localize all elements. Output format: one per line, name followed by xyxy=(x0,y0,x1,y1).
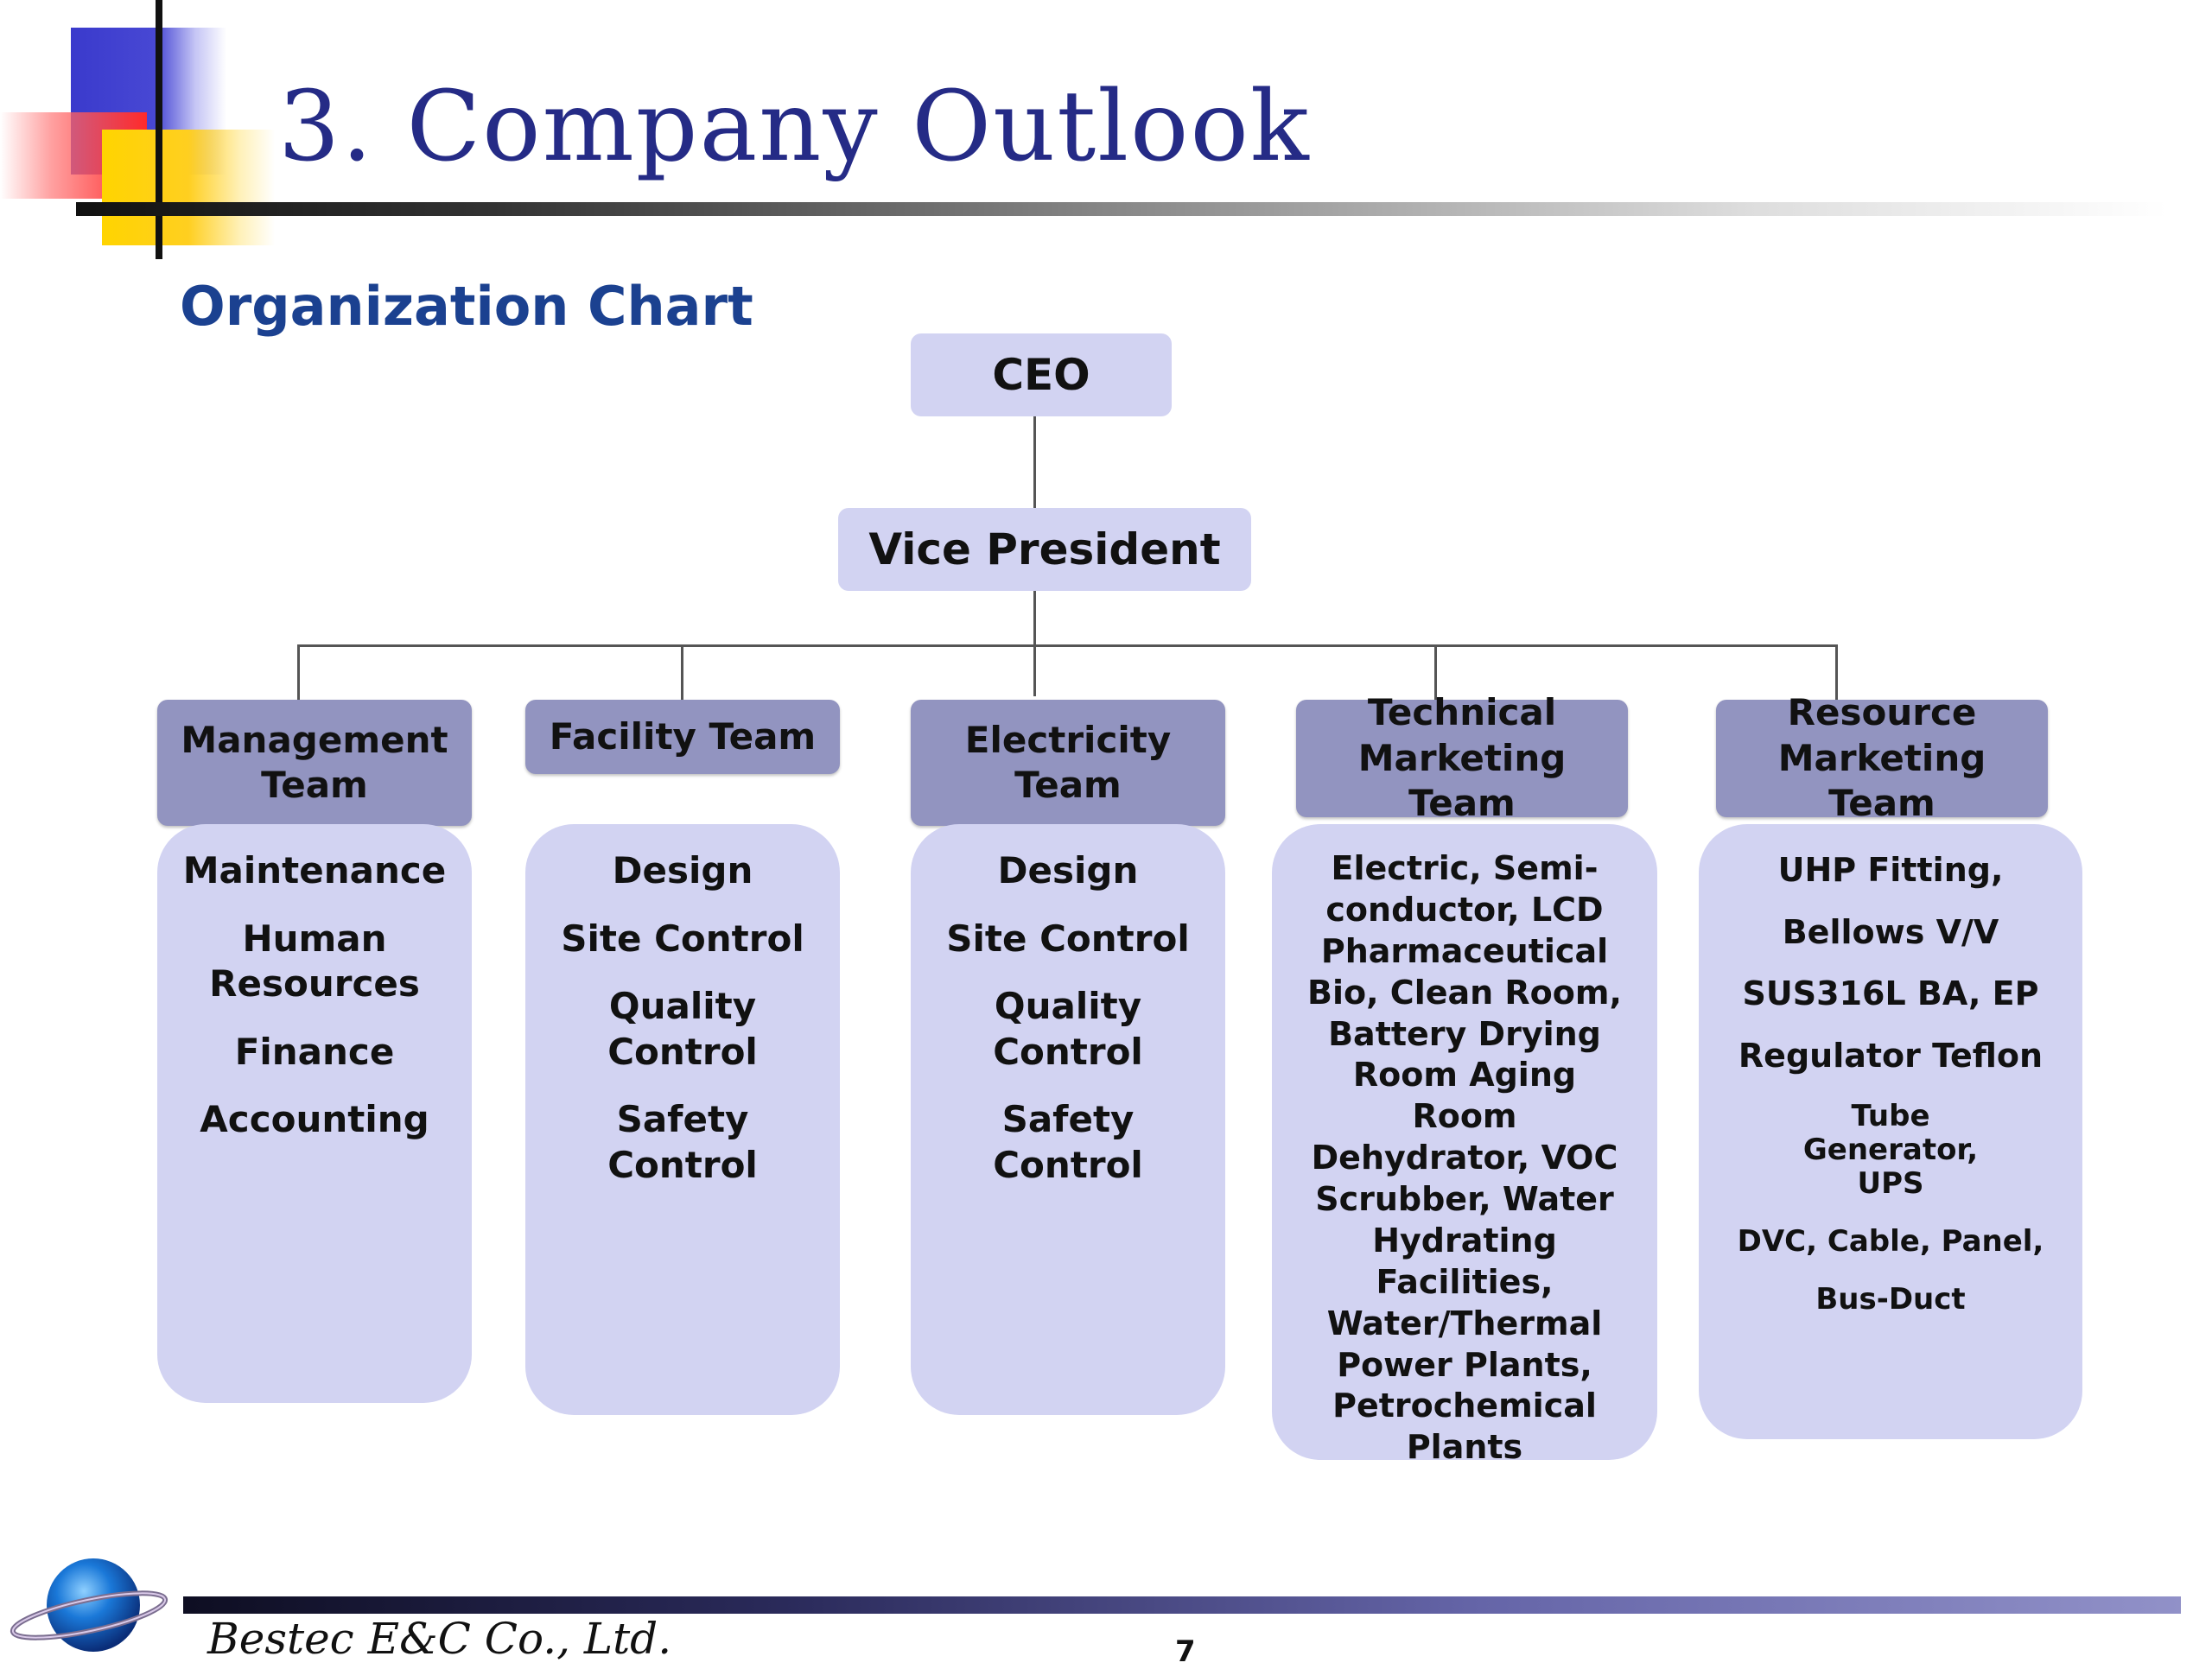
slide-subtitle: Organization Chart xyxy=(180,275,753,338)
ceo-box: CEO xyxy=(911,333,1172,416)
detail-item: Site Control xyxy=(561,917,804,960)
connector-drop-resource xyxy=(1835,644,1838,701)
detail-item: Safety Control xyxy=(607,1098,758,1186)
team-detail-electricity: Design Site Control Quality Control Safe… xyxy=(911,824,1225,1415)
detail-item: Electric, Semi-conductor, LCD Pharmaceut… xyxy=(1307,849,1622,1467)
team-detail-facility: Design Site Control Quality Control Safe… xyxy=(525,824,840,1415)
footer-company-name: Bestec E&C Co., Ltd. xyxy=(207,1614,672,1664)
team-detail-resource: UHP Fitting, Bellows V/V SUS316L BA, EP … xyxy=(1699,824,2082,1439)
detail-item: Finance xyxy=(234,1030,395,1073)
detail-item: Human Resources xyxy=(209,917,420,1006)
detail-item: Bus-Duct xyxy=(1815,1282,1966,1317)
slide-title: 3. Company Outlook xyxy=(278,71,1311,183)
footer-rule xyxy=(183,1596,2181,1614)
team-header-technical: Technical Marketing Team xyxy=(1296,691,1628,824)
detail-item: Quality Control xyxy=(993,985,1143,1073)
header-rule xyxy=(76,202,2167,216)
connector-drop-technical xyxy=(1434,644,1437,701)
detail-item: DVC, Cable, Panel, xyxy=(1737,1224,2044,1260)
connector-drop-management xyxy=(297,644,300,701)
team-header-resource: Resource Marketing Team xyxy=(1716,691,2048,824)
connector-drop-facility xyxy=(681,644,683,701)
detail-item: UHP Fitting, xyxy=(1777,851,2004,889)
detail-item: Tube Generator, UPS xyxy=(1802,1098,1979,1201)
detail-item: SUS316L BA, EP xyxy=(1742,974,2039,1013)
detail-item: Bellows V/V xyxy=(1782,912,1999,951)
detail-item: Safety Control xyxy=(993,1098,1143,1186)
detail-item: Accounting xyxy=(200,1098,429,1140)
globe-logo-icon xyxy=(10,1558,168,1652)
connector-ceo-vp xyxy=(1033,416,1036,508)
detail-item: Site Control xyxy=(946,917,1190,960)
header-yellow-square xyxy=(102,130,275,245)
team-header-electricity: Electricity Team xyxy=(911,700,1225,826)
connector-vp-bus xyxy=(1033,591,1036,696)
connector-bus xyxy=(297,644,1837,647)
detail-item: Quality Control xyxy=(607,985,758,1073)
team-header-management: Management Team xyxy=(157,700,472,826)
team-detail-management: Maintenance Human Resources Finance Acco… xyxy=(157,824,472,1403)
header-vertical-line xyxy=(156,0,162,259)
detail-item: Maintenance xyxy=(182,849,447,892)
detail-item: Design xyxy=(997,849,1139,892)
page-number: 7 xyxy=(1175,1634,1196,1669)
team-header-facility: Facility Team xyxy=(525,700,840,774)
team-detail-technical: Electric, Semi-conductor, LCD Pharmaceut… xyxy=(1272,824,1657,1466)
detail-item: Regulator Teflon xyxy=(1738,1037,2044,1076)
vice-president-box: Vice President xyxy=(838,508,1251,591)
detail-item: Design xyxy=(612,849,753,892)
